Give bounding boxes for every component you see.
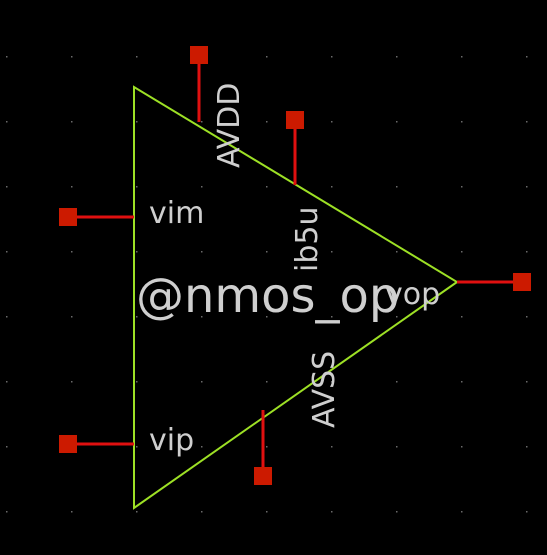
avdd-pin-terminal[interactable] (190, 46, 208, 64)
avss-pin-terminal[interactable] (254, 467, 272, 485)
ib5u-pin-terminal[interactable] (286, 111, 304, 129)
grid-dot (6, 56, 8, 58)
grid-dot (71, 381, 73, 383)
instance-label: @nmos_op (136, 268, 399, 324)
avdd-pin-label: AVDD (212, 83, 247, 168)
grid-dot (331, 251, 333, 253)
grid-dot (396, 316, 398, 318)
grid-dot (71, 186, 73, 188)
grid-dot (136, 316, 138, 318)
grid-dot (331, 121, 333, 123)
vim-pin-terminal[interactable] (59, 208, 77, 226)
grid-dot (136, 186, 138, 188)
vip-pin-terminal[interactable] (59, 435, 77, 453)
grid-dot (396, 446, 398, 448)
grid-dot (331, 511, 333, 513)
grid-dot (396, 511, 398, 513)
grid-dot (331, 446, 333, 448)
grid-dot (461, 56, 463, 58)
grid-dot (6, 186, 8, 188)
grid-dot (266, 381, 268, 383)
grid-dot (136, 381, 138, 383)
grid-dot (201, 511, 203, 513)
grid-dot (461, 446, 463, 448)
grid-dot (266, 121, 268, 123)
grid-dot (331, 316, 333, 318)
grid-dot (526, 121, 528, 123)
grid-dot (461, 381, 463, 383)
grid-dot (526, 316, 528, 318)
grid-dot (396, 56, 398, 58)
grid-dot (461, 186, 463, 188)
grid-dot (266, 56, 268, 58)
grid-dot (526, 186, 528, 188)
grid-dots (6, 56, 528, 513)
grid-dot (6, 121, 8, 123)
grid-dot (526, 56, 528, 58)
grid-dot (266, 316, 268, 318)
grid-dot (136, 56, 138, 58)
grid-dot (461, 316, 463, 318)
grid-dot (331, 186, 333, 188)
vop-pin-label: vop (385, 277, 440, 312)
grid-dot (461, 511, 463, 513)
vip-pin-label: vip (149, 423, 194, 458)
grid-dot (71, 251, 73, 253)
grid-dot (526, 251, 528, 253)
grid-dot (396, 121, 398, 123)
grid-dot (6, 511, 8, 513)
grid-dot (136, 511, 138, 513)
grid-dot (6, 316, 8, 318)
grid-dot (136, 446, 138, 448)
ib5u-pin-label: ib5u (290, 207, 325, 272)
grid-dot (266, 251, 268, 253)
grid-dot (201, 121, 203, 123)
grid-dot (71, 56, 73, 58)
grid-dot (136, 251, 138, 253)
grid-dot (201, 446, 203, 448)
grid-dot (266, 446, 268, 448)
grid-dot (396, 381, 398, 383)
grid-dot (71, 511, 73, 513)
vop-pin-terminal[interactable] (513, 273, 531, 291)
grid-dot (201, 316, 203, 318)
grid-dot (526, 446, 528, 448)
grid-dot (266, 186, 268, 188)
avss-pin-label: AVSS (307, 351, 342, 428)
grid-dot (396, 186, 398, 188)
grid-dot (526, 381, 528, 383)
grid-dot (396, 251, 398, 253)
grid-dot (461, 121, 463, 123)
grid-dot (526, 511, 528, 513)
vim-pin-label: vim (149, 196, 204, 231)
grid-dot (136, 121, 138, 123)
grid-dot (6, 446, 8, 448)
grid-dot (461, 251, 463, 253)
grid-dot (266, 511, 268, 513)
grid-dot (331, 56, 333, 58)
grid-dot (6, 381, 8, 383)
grid-dot (201, 381, 203, 383)
grid-dot (201, 186, 203, 188)
grid-dot (331, 381, 333, 383)
grid-dot (201, 251, 203, 253)
grid-dot (6, 251, 8, 253)
grid-dot (71, 316, 73, 318)
grid-dot (71, 121, 73, 123)
